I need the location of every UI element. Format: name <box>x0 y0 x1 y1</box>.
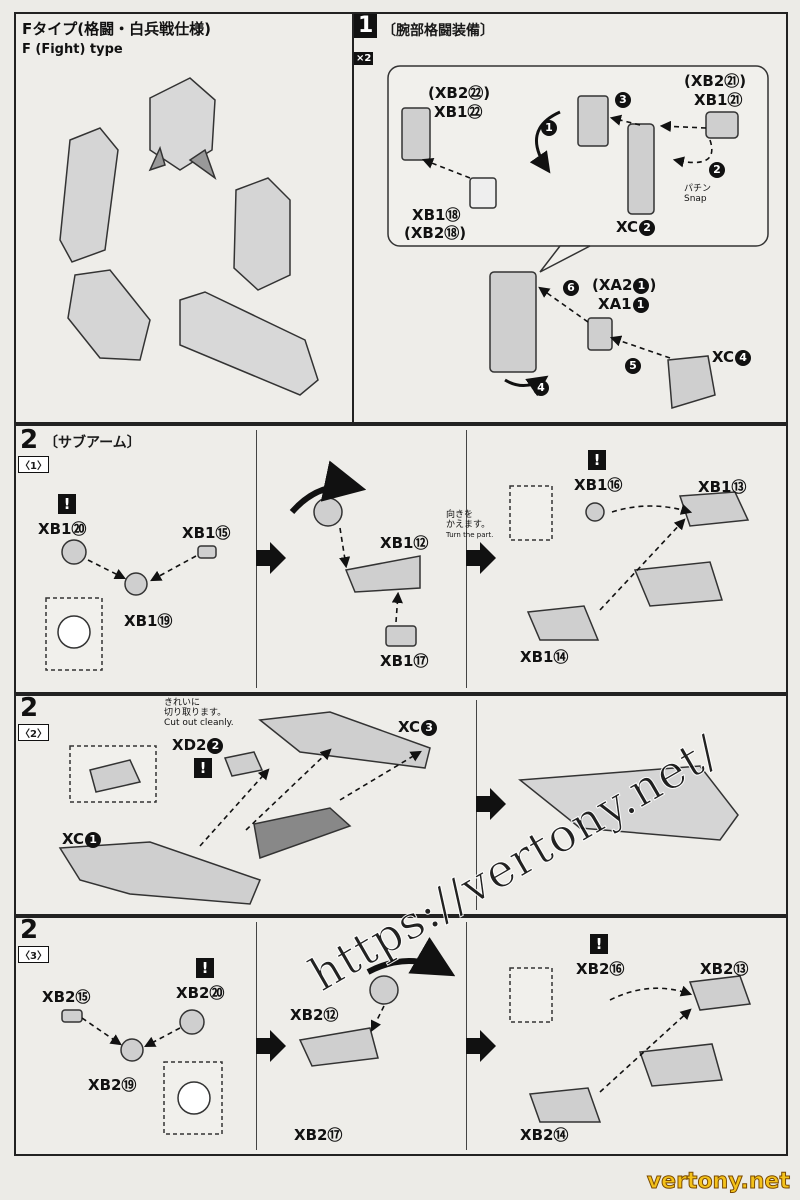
multiplier-badge: ×2 <box>354 52 374 65</box>
part-label-xc3-text: XC <box>398 718 421 736</box>
part-label-xa1-1-text: XA1 <box>598 295 632 313</box>
next-arrow <box>256 1030 286 1062</box>
warning-icon: ! <box>194 758 212 778</box>
warning-icon: ! <box>588 450 606 470</box>
cut-cleanly-note: きれいに 切り取ります。 Cut out cleanly. <box>164 698 234 728</box>
snap-label-jp: パチン <box>684 184 712 194</box>
sequence-badge-1: 1 <box>540 120 557 136</box>
part-number-badge: 2 <box>207 738 224 754</box>
part-label-xc1-text: XC <box>62 830 85 848</box>
part-label-xb1-16: XB1⑯ <box>574 476 623 494</box>
part-label-xb1-17: XB1⑰ <box>380 652 429 670</box>
part-label-xc2-text: XC <box>616 218 639 236</box>
part-label-xb2-12: XB2⑫ <box>290 1006 339 1024</box>
part-label-xb1-18: XB1⑱ <box>412 206 461 224</box>
step2-3-panel <box>14 916 788 1156</box>
sequence-number: 6 <box>563 280 579 296</box>
ftype-title-en: F (Fight) type <box>22 42 123 57</box>
part-label-xb1-14: XB1⑭ <box>520 648 569 666</box>
substep-label: 〈1〉 <box>18 456 49 473</box>
sequence-badge-3: 3 <box>614 92 631 108</box>
part-label-xb2-19: XB2⑲ <box>88 1076 137 1094</box>
part-number-badge: 1 <box>632 297 649 313</box>
next-arrow <box>466 1030 496 1062</box>
turn-part-note: 向きを かえます。 Turn the part. <box>446 510 493 540</box>
part-label-xb2-21: (XB2㉑) <box>684 72 747 90</box>
ftype-part-3 <box>233 177 291 291</box>
cut-note-en: Cut out cleanly. <box>164 718 234 728</box>
part-label-xb2-14: XB2⑭ <box>520 1126 569 1144</box>
turn-note-jp: 向きを かえます。 <box>446 510 491 530</box>
part-label-xb2-22: (XB2㉒) <box>428 84 491 102</box>
part-number-badge: 3 <box>421 720 438 736</box>
sequence-badge-6: 6 <box>562 280 579 296</box>
next-arrow <box>466 542 496 574</box>
part-label-xb1-12: XB1⑫ <box>380 534 429 552</box>
sequence-number: 4 <box>533 380 549 396</box>
step-number: 2 <box>20 425 39 455</box>
part-label-xb1-21: XB1㉑ <box>694 91 743 109</box>
snap-label-en: Snap <box>684 194 707 204</box>
part-label-xb1-22: XB1㉒ <box>434 103 483 121</box>
ftype-part-2 <box>59 127 119 263</box>
next-arrow <box>476 788 506 820</box>
sequence-number: 2 <box>709 162 725 178</box>
part-number-badge: 1 <box>85 832 102 848</box>
step-number: 2 <box>20 915 39 945</box>
part-label-xb2-15: XB2⑮ <box>42 988 91 1006</box>
cut-note-jp: きれいに 切り取ります。 <box>164 698 227 718</box>
part-label-xb2-17: XB2⑰ <box>294 1126 343 1144</box>
divider <box>466 922 467 1150</box>
warning-icon: ! <box>196 958 214 978</box>
snap-label: パチン Snap <box>684 184 711 204</box>
part-label-xb1-19: XB1⑲ <box>124 612 173 630</box>
warning-icon: ! <box>58 494 76 514</box>
part-label-xd2-text: XD2 <box>172 736 207 754</box>
ftype-part-1 <box>148 77 217 181</box>
step-number: 2 <box>20 693 39 723</box>
part-label-xb1-13: XB1⑬ <box>698 478 747 496</box>
footer-watermark: vertony.net <box>646 1169 790 1195</box>
part-number-badge: 1 <box>633 278 650 294</box>
part-label-xb1-15: XB1⑮ <box>182 524 231 542</box>
ftype-title-jp: Fタイプ(格闘・白兵戦仕様) <box>22 20 211 38</box>
part-number-badge: 2 <box>639 220 656 236</box>
substep-label: 〈3〉 <box>18 946 49 963</box>
part-label-xb2-13: XB2⑬ <box>700 960 749 978</box>
sequence-badge-5: 5 <box>624 358 641 374</box>
sequence-badge-2: 2 <box>708 162 725 178</box>
turn-note-en: Turn the part. <box>446 531 494 539</box>
part-label-xa2-1-text: (XA2 <box>592 276 633 294</box>
step-title: 〔腕部格闘装備〕 <box>382 23 494 39</box>
ftype-part-4 <box>67 269 151 361</box>
sequence-number: 3 <box>615 92 631 108</box>
substep-label: 〈2〉 <box>18 724 49 741</box>
divider <box>256 922 257 1150</box>
step-title: 〔サブアーム〕 <box>44 435 141 451</box>
part-label-xb2-16: XB2⑯ <box>576 960 625 978</box>
part-label-xb2-18: (XB2⑱) <box>404 224 467 242</box>
part-label-xc4-text: XC <box>712 348 735 366</box>
step-number: 1 <box>354 14 378 38</box>
next-arrow <box>256 542 286 574</box>
sequence-number: 5 <box>625 358 641 374</box>
part-label-xb1-20: XB1⑳ <box>38 520 87 538</box>
warning-icon: ! <box>590 934 608 954</box>
sequence-number: 1 <box>541 120 557 136</box>
part-label-xb2-20: XB2⑳ <box>176 984 225 1002</box>
sequence-badge-4: 4 <box>532 380 549 396</box>
part-number-badge: 4 <box>735 350 752 366</box>
ftype-part-5 <box>179 291 319 396</box>
